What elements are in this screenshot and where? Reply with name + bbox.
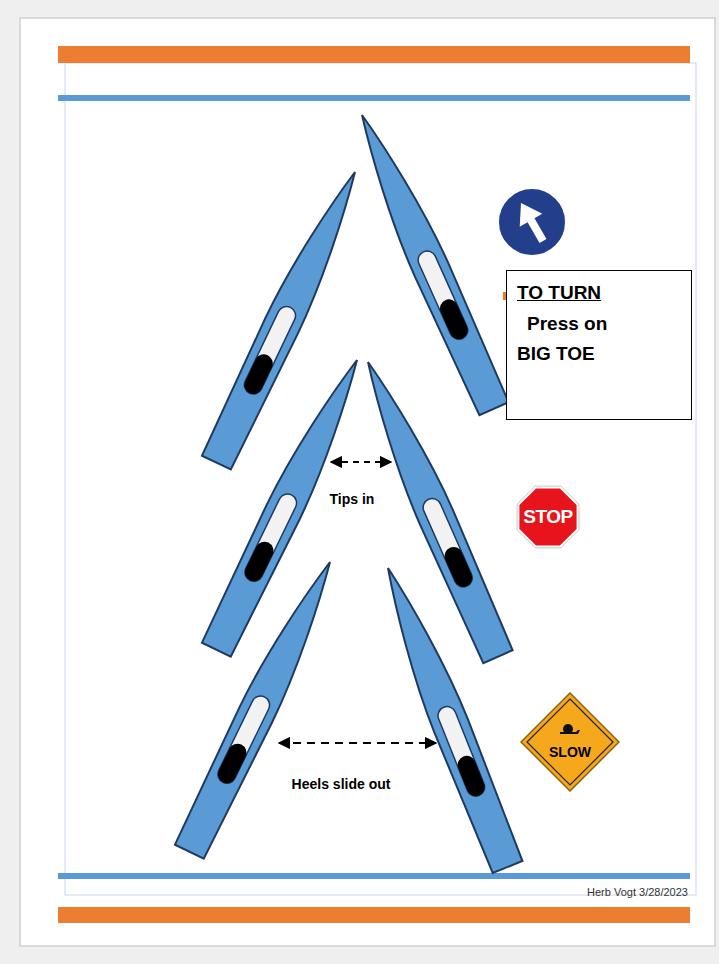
author-date: Herb Vogt 3/28/2023: [560, 886, 715, 898]
bottom-blue-rule: [58, 873, 690, 879]
dimension-arrow: [331, 461, 391, 463]
box-body: Press on BIG TOE: [517, 309, 617, 369]
bottom-orange-bar: [58, 907, 690, 923]
slow-sign: SLOW: [520, 692, 620, 792]
sign-face: [521, 693, 619, 791]
dimension-arrow: [279, 742, 436, 744]
sign-inner-border: [527, 699, 613, 785]
sign-text: STOP: [523, 506, 572, 528]
snail-icon: [560, 724, 580, 734]
sign-text: SLOW: [549, 744, 591, 760]
page-frame: [20, 18, 715, 946]
sign-rim: [517, 486, 579, 548]
dimension-label: Tips in: [302, 491, 402, 507]
ski: [352, 355, 515, 664]
turn-sign: [498, 188, 566, 256]
ski: [200, 164, 371, 470]
top-orange-bar: [58, 46, 690, 63]
ski: [371, 561, 524, 873]
slow-sign-outline: [520, 692, 620, 792]
dimension-label: Heels slide out: [261, 776, 421, 792]
instruction-box: TO TURNPress on BIG TOE: [506, 270, 692, 420]
box-heading: TO TURN: [517, 279, 681, 307]
sign-face: [519, 488, 576, 545]
ski: [173, 554, 346, 859]
page-border: [65, 63, 696, 895]
stop-sign: STOP: [514, 483, 582, 551]
top-blue-rule: [58, 95, 690, 101]
